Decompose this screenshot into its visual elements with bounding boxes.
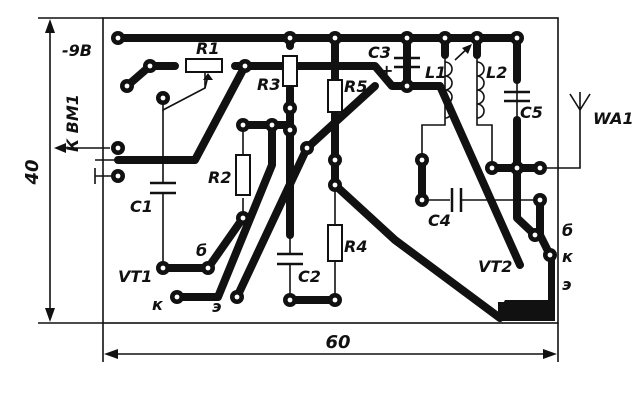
resistor-r2 xyxy=(235,154,251,196)
inductor-l2 xyxy=(476,61,485,119)
amp-connection-label: К ВМ1 xyxy=(63,94,82,152)
pad-hole xyxy=(474,35,480,41)
pad-hole xyxy=(174,294,180,300)
pad-hole xyxy=(332,35,338,41)
resistor-r4 xyxy=(327,224,343,262)
pad-hole xyxy=(419,157,425,163)
vt2-emitter-label: э xyxy=(562,275,571,294)
r3-label: R3 xyxy=(257,75,280,94)
pad-hole xyxy=(532,232,538,238)
pad-hole xyxy=(287,297,293,303)
pad-hole xyxy=(115,145,121,151)
c4-label: C4 xyxy=(428,211,451,230)
pad-hole xyxy=(287,35,293,41)
resistor-r3 xyxy=(282,55,298,87)
pad-hole xyxy=(514,35,520,41)
pad-hole xyxy=(160,95,166,101)
pad-hole xyxy=(240,122,246,128)
pad-hole xyxy=(419,197,425,203)
pad-hole xyxy=(514,165,520,171)
pad-hole xyxy=(124,83,130,89)
antenna-wa1 xyxy=(569,92,591,111)
pad-hole xyxy=(332,182,338,188)
pad-hole xyxy=(287,127,293,133)
pad-hole xyxy=(240,215,246,221)
vt1-collector-label: к xyxy=(152,295,164,314)
pad-hole xyxy=(332,157,338,163)
pad-hole xyxy=(304,145,310,151)
capacitor-c3: + xyxy=(380,56,420,80)
resistor-r1 xyxy=(185,58,223,89)
height-dimension: 40 xyxy=(22,17,103,324)
antenna-label: WA1 xyxy=(593,109,634,128)
capacitor-c2 xyxy=(277,252,303,266)
capacitor-c5 xyxy=(504,90,530,103)
pad-hole xyxy=(537,165,543,171)
l2-label: L2 xyxy=(486,63,507,82)
width-dimension-label: 60 xyxy=(325,332,350,353)
resistor-r5 xyxy=(327,79,343,113)
pad-hole xyxy=(489,165,495,171)
pad-hole xyxy=(147,63,153,69)
vt1-base-label: б xyxy=(196,241,207,260)
vt2-base-label: б xyxy=(562,221,573,240)
c3-label: C3 xyxy=(368,43,391,62)
solder-pads xyxy=(111,31,557,307)
pad-hole xyxy=(160,265,166,271)
c1-label: C1 xyxy=(130,197,153,216)
r1-label: R1 xyxy=(196,39,219,58)
inductor-l1 xyxy=(444,44,472,119)
pad-hole xyxy=(242,63,248,69)
c5-label: C5 xyxy=(520,103,543,122)
pad-hole xyxy=(234,294,240,300)
pad-hole xyxy=(547,252,553,258)
r2-label: R2 xyxy=(208,168,231,187)
r4-label: R4 xyxy=(344,237,367,256)
pad-hole xyxy=(404,83,410,89)
c3-polarity-label: + xyxy=(380,61,393,80)
width-dimension: 60 xyxy=(102,323,559,362)
pad-hole xyxy=(442,35,448,41)
capacitor-c4 xyxy=(450,188,463,212)
r5-label: R5 xyxy=(344,77,367,96)
vt2-label: VT2 xyxy=(478,257,512,276)
vt1-label: VT1 xyxy=(118,267,152,286)
c2-label: C2 xyxy=(298,267,321,286)
board-outline xyxy=(102,17,559,324)
pad-hole xyxy=(115,35,121,41)
l1-label: L1 xyxy=(425,63,446,82)
pad-hole xyxy=(269,122,275,128)
capacitor-c1 xyxy=(150,181,176,195)
pad-hole xyxy=(537,197,543,203)
height-dimension-label: 40 xyxy=(22,159,43,185)
pad-hole xyxy=(332,297,338,303)
vt2-collector-label: к xyxy=(562,247,574,266)
pad-hole xyxy=(115,173,121,179)
pad-hole xyxy=(205,265,211,271)
pad-hole xyxy=(287,105,293,111)
vt1-emitter-label: э xyxy=(212,297,221,316)
pad-hole xyxy=(404,35,410,41)
supply-label: -9B xyxy=(62,41,92,60)
